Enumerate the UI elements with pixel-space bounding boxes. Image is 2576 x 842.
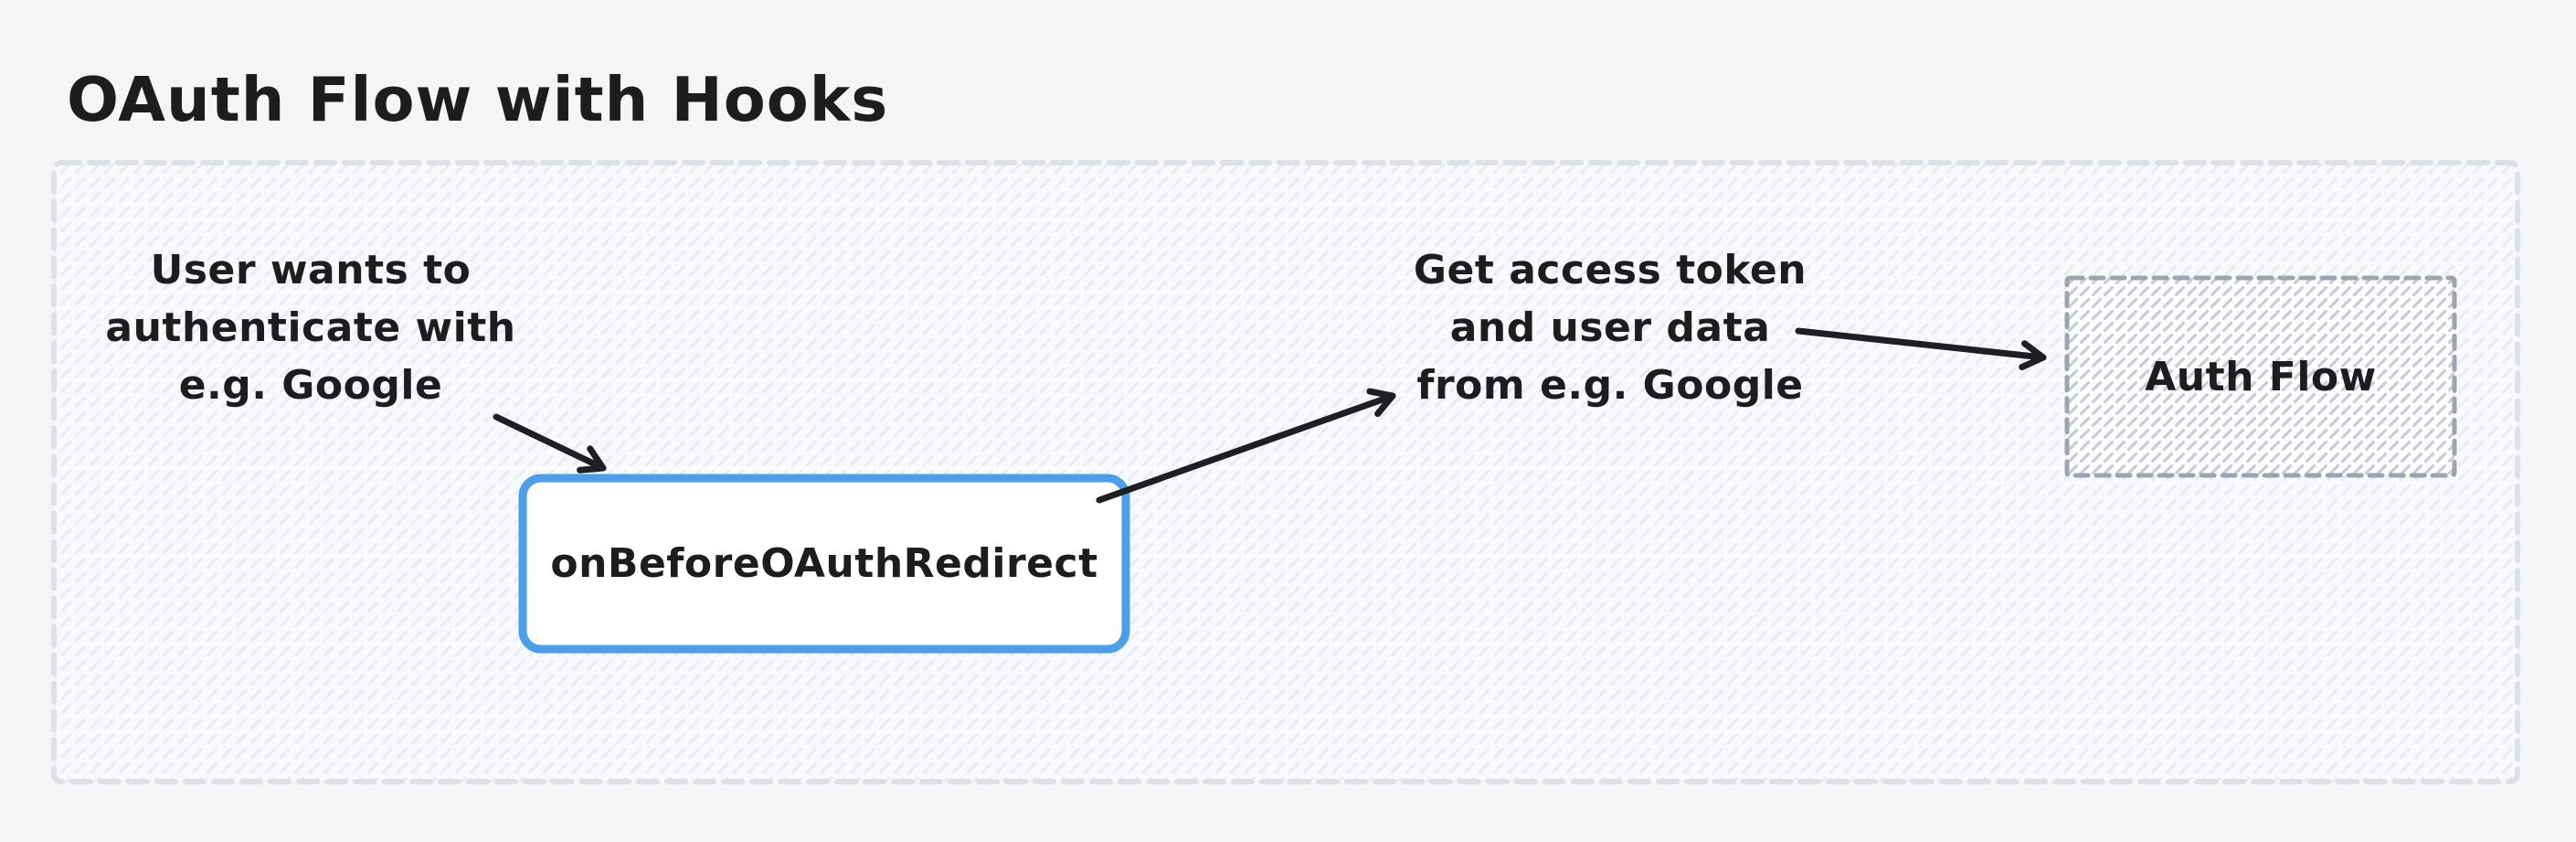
label-line: e.g. Google [178,362,443,409]
label-line: Get access token [1413,247,1807,293]
user-intent-label: User wants to authenticate with e.g. Goo… [37,241,585,414]
auth-flow-label: Auth Flow [2145,353,2377,400]
auth-flow-box [2064,275,2457,478]
token-step-label: Get access token and user data from e.g.… [1336,241,1884,414]
arrow-token-step-to-auth-flow [1795,327,2047,371]
label-line: User wants to [150,247,472,293]
diagram-title: OAuth Flow with Hooks [67,64,889,135]
arrow-hook-to-token-step [1096,388,1396,504]
on-before-oauth-redirect-box [518,474,1130,654]
label-line: and user data [1449,304,1771,351]
label-line: from e.g. Google [1416,362,1804,409]
label-line: authenticate with [105,304,516,351]
arrow-user-intent-to-hook [493,413,607,474]
on-before-oauth-redirect-label: onBeforeOAuthRedirect [550,540,1098,587]
